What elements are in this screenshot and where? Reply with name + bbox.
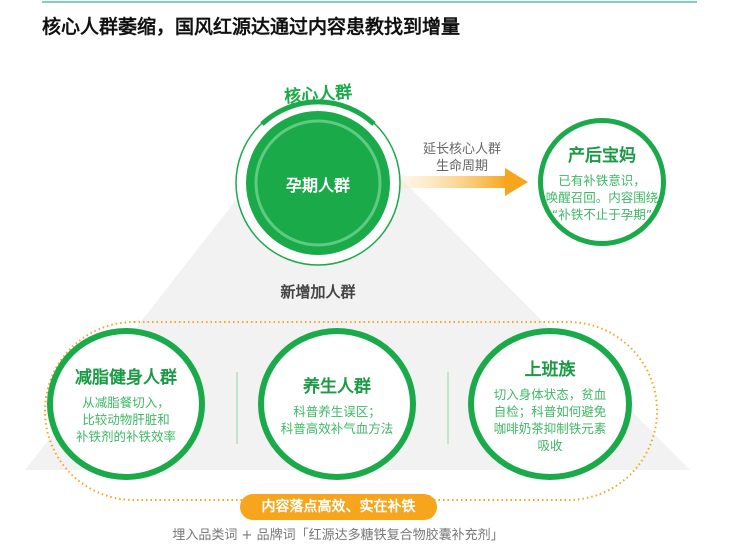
footer-note: 埋入品类词 + 品牌词「红源达多糖铁复合物胶囊补充剂」: [172, 528, 504, 543]
desc-line: 补铁剂的补铁效率: [75, 429, 176, 444]
group-circle-office-workers: 上班族 切入身体状态，贫血 自检；科普如何避免 咖啡奶茶抑制铁元素 吸收: [468, 328, 632, 480]
divider: [447, 372, 449, 444]
new-groups-label: 新增加人群: [280, 283, 356, 301]
group-circle-fitness: 减脂健身人群 从减脂餐切入， 比较动物肝脏和 补铁剂的补铁效率: [47, 328, 205, 480]
top-divider: [42, 1, 697, 3]
group-circle-wellness: 养生人群 科普养生误区； 科普高效补气血方法: [258, 328, 416, 480]
group-desc: 从减脂餐切入， 比较动物肝脏和 补铁剂的补铁效率: [76, 394, 176, 445]
arrow-label: 延长核心人群 生命周期: [402, 141, 522, 175]
group-desc: 科普养生误区； 科普高效补气血方法: [281, 403, 394, 437]
core-circle-label: 孕期人群: [285, 176, 350, 195]
arrow-shaft: [395, 176, 507, 188]
conclusion-badge: 内容落点高效、实在补铁: [240, 494, 437, 520]
group-title: 养生人群: [303, 376, 371, 397]
desc-line: 已有补铁意识，: [558, 173, 646, 188]
desc-line: 科普高效补气血方法: [280, 420, 394, 436]
divider: [236, 372, 238, 444]
core-arc: [260, 99, 376, 126]
desc-line: 科普养生误区；: [293, 403, 381, 419]
desc-line: 比较动物肝脏和: [82, 412, 170, 427]
desc-line: “补铁不止于孕期”: [551, 207, 653, 222]
arrow-label-line: 延长核心人群: [422, 142, 501, 157]
group-title: 减脂健身人群: [75, 368, 177, 388]
page-title: 核心人群萎缩，国风红源达通过内容患教找到增量: [42, 16, 461, 38]
arrow-head: [505, 168, 528, 196]
postpartum-desc: 已有补铁意识， 唤醒召回。内容围绕 “补铁不止于孕期”: [546, 172, 659, 223]
dotted-group-frame: [44, 321, 658, 501]
desc-line: 切入身体状态，贫血: [493, 386, 607, 402]
postpartum-title: 产后宝妈: [568, 146, 636, 166]
core-circle: [246, 111, 390, 255]
desc-line: 自检；科普如何避免: [493, 403, 607, 419]
group-title: 上班族: [524, 359, 576, 380]
group-desc: 切入身体状态，贫血 自检；科普如何避免 咖啡奶茶抑制铁元素 吸收: [494, 386, 607, 454]
postpartum-circle: 产后宝妈 已有补铁意识， 唤醒召回。内容围绕 “补铁不止于孕期”: [538, 118, 666, 246]
desc-line: 咖啡奶茶抑制铁元素: [493, 420, 607, 436]
arrow-label-line: 生命周期: [435, 159, 488, 174]
desc-line: 吸收: [537, 437, 563, 453]
desc-line: 唤醒召回。内容围绕: [545, 190, 659, 205]
desc-line: 从减脂餐切入，: [82, 395, 170, 410]
